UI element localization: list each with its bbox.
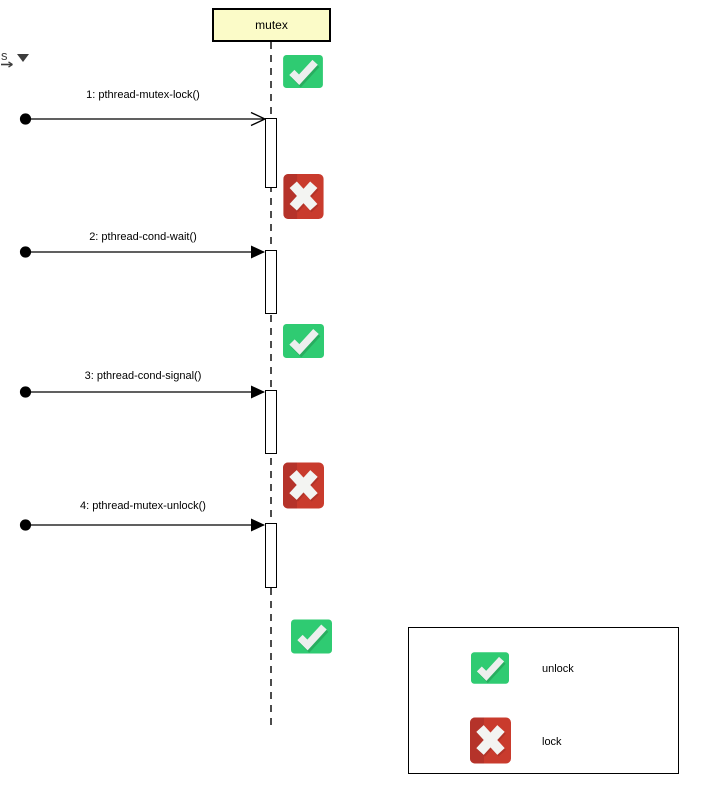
message-arrow <box>19 518 265 532</box>
message-1[interactable]: 1: pthread-mutex-lock() <box>19 88 268 136</box>
legend-box[interactable]: unlock lock <box>408 627 679 774</box>
message-label: 3: pthread-cond-signal() <box>84 370 202 382</box>
legend-label-lock: lock <box>542 736 562 748</box>
activation-bar-1[interactable] <box>265 118 277 188</box>
message-label: 4: pthread-mutex-unlock() <box>80 500 206 512</box>
activation-bar-2[interactable] <box>265 250 277 314</box>
lock-cross-icon[interactable] <box>283 462 324 509</box>
message-label: 1: pthread-mutex-lock() <box>86 89 200 101</box>
lifeline-dashed-line[interactable] <box>269 42 273 728</box>
unlock-check-icon <box>471 652 509 684</box>
message-arrow <box>19 385 265 399</box>
dropdown-caret-icon <box>17 54 29 62</box>
unlock-check-icon[interactable] <box>291 619 332 654</box>
lifeline-head-mutex[interactable]: mutex <box>212 8 331 42</box>
message-arrow <box>19 111 267 127</box>
tool-letter: s <box>1 48 8 63</box>
message-2[interactable]: 2: pthread-cond-wait() <box>19 230 268 278</box>
filled-arrowhead-icon <box>251 245 265 259</box>
activation-bar-4[interactable] <box>265 523 277 588</box>
unlock-check-icon[interactable] <box>283 55 323 88</box>
s-arrow-icon: s <box>1 48 13 68</box>
legend-label-unlock: unlock <box>542 663 574 675</box>
filled-arrowhead-icon <box>251 385 265 399</box>
lock-cross-icon <box>470 717 511 764</box>
unlock-check-icon[interactable] <box>283 324 324 358</box>
message-3[interactable]: 3: pthread-cond-signal() <box>19 369 268 417</box>
sequence-tool-control[interactable]: s <box>0 48 34 72</box>
lifeline-name: mutex <box>255 18 288 32</box>
message-4[interactable]: 4: pthread-mutex-unlock() <box>19 499 268 547</box>
filled-arrowhead-icon <box>251 518 265 532</box>
lock-cross-icon[interactable] <box>283 174 324 219</box>
message-label: 2: pthread-cond-wait() <box>89 231 197 243</box>
message-arrow <box>19 245 265 259</box>
activation-bar-3[interactable] <box>265 390 277 454</box>
